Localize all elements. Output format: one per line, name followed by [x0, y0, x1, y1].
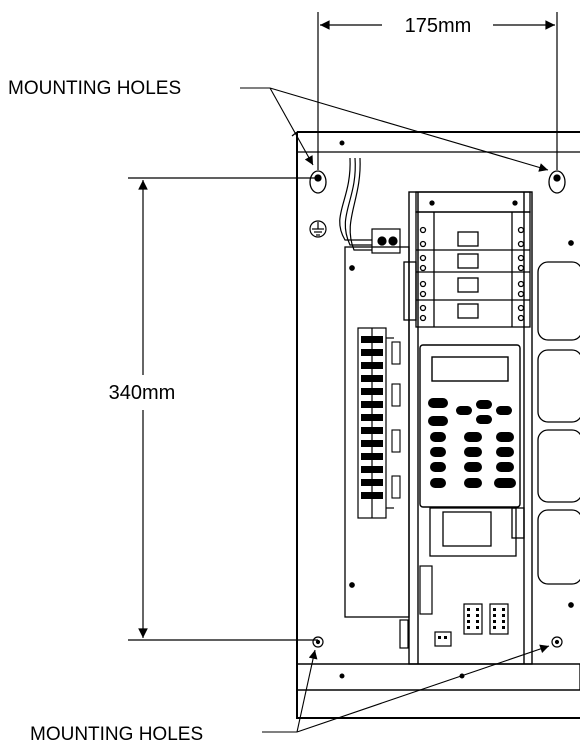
cable-bundle: [339, 157, 372, 251]
breaker-toggles: [457, 231, 479, 319]
transformer: [429, 507, 525, 557]
bottom-callout-leaders: [262, 644, 550, 733]
keypad-buttons: [428, 398, 516, 488]
height-dimension-label: 340mm: [109, 382, 176, 404]
mounting-hole-bottom-right: [551, 636, 563, 648]
enclosure-outline: [296, 131, 580, 719]
lcd-display: [431, 356, 509, 382]
bottom-flange: [296, 663, 580, 691]
terminal-strip: [357, 327, 394, 519]
main-board: [408, 191, 533, 665]
width-dimension: [317, 12, 558, 170]
mounting-hole-top-left: [309, 170, 327, 194]
top-mounting-holes-label: MOUNTING HOLES: [8, 78, 181, 99]
height-dimension: [128, 177, 318, 641]
mounting-hole-top-right: [548, 170, 566, 194]
terminal-screws: [361, 336, 383, 499]
bottom-mounting-holes-label: MOUNTING HOLES: [30, 724, 203, 745]
breaker-screws: [419, 226, 525, 322]
cable-glands: [537, 240, 580, 608]
width-dimension-label: 175mm: [405, 15, 472, 37]
cable-terminal-block: [371, 228, 401, 254]
top-callout-leaders: [240, 87, 549, 172]
mounting-hole-bottom-left: [312, 636, 324, 648]
lower-board-components: [399, 565, 509, 649]
earth-ground-icon: [309, 220, 327, 238]
keypad-controller: [419, 344, 521, 508]
plate-components: [391, 341, 401, 499]
circuit-breaker-block: [403, 191, 531, 328]
